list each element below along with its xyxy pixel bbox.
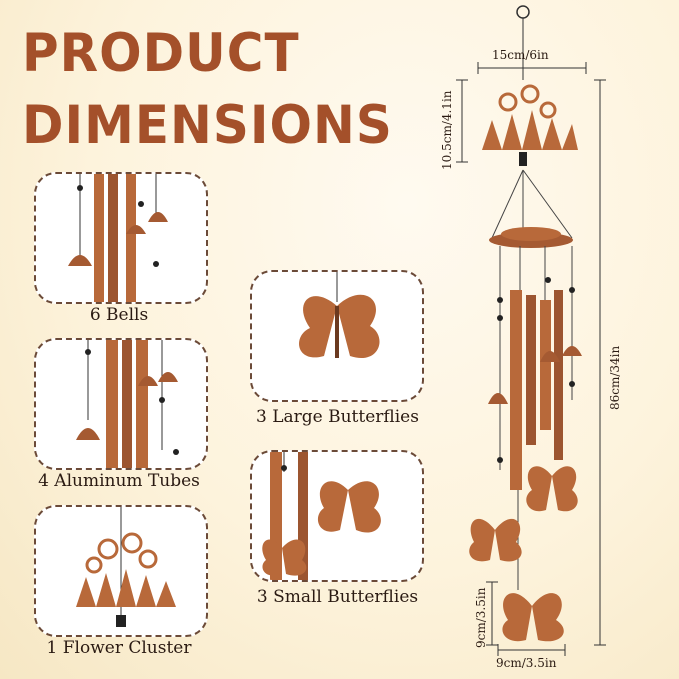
bells-caption: 6 Bells	[89, 305, 149, 325]
tubes-caption: 4 Aluminum Tubes	[38, 471, 200, 491]
butterfly-height-label: 9cm/3.5in	[474, 587, 488, 648]
total-length-label: 86cm/34in	[608, 345, 622, 410]
large-butterfly-image	[299, 272, 380, 359]
flower-cluster-image	[76, 507, 176, 627]
tubes-card	[34, 338, 208, 470]
small-butterfly-image	[262, 452, 381, 580]
bells-card	[34, 172, 208, 304]
large-butterflies-caption: 3 Large Butterflies	[256, 407, 419, 427]
bells-image	[68, 174, 168, 302]
title-line-1: PRODUCT	[22, 22, 300, 84]
large-butterflies-card	[250, 270, 424, 402]
flower-card	[34, 505, 208, 637]
top-height-label: 10.5cm/4.1in	[440, 90, 454, 170]
title-line-2: DIMENSIONS	[22, 94, 393, 156]
tubes-image	[76, 340, 179, 468]
flower-caption: 1 Flower Cluster	[46, 638, 192, 658]
top-width-label: 15cm/6in	[492, 48, 549, 62]
small-butterflies-caption: 3 Small Butterflies	[256, 587, 419, 607]
small-butterflies-card	[250, 450, 424, 582]
butterfly-width-label: 9cm/3.5in	[496, 656, 557, 670]
